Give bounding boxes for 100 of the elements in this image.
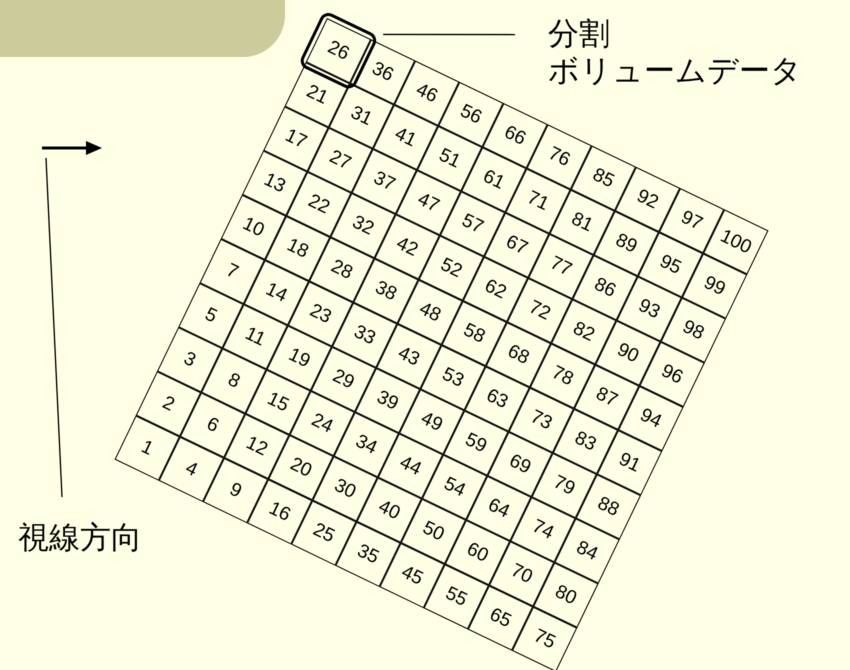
grid-cell: 12 bbox=[224, 414, 290, 480]
grid-cell: 78 bbox=[530, 343, 596, 409]
grid-cell: 80 bbox=[533, 562, 599, 628]
grid-cell: 94 bbox=[618, 386, 684, 452]
grid-cell: 61 bbox=[461, 147, 527, 213]
grid-cell: 57 bbox=[440, 191, 506, 257]
grid-cell: 36 bbox=[350, 39, 416, 105]
grid-cell: 54 bbox=[422, 454, 488, 520]
grid-cell: 65 bbox=[468, 585, 534, 651]
grid-cell: 71 bbox=[505, 168, 571, 234]
grid-cell: 19 bbox=[266, 325, 332, 391]
grid-cell: 4 bbox=[158, 436, 224, 502]
leader-line bbox=[45, 158, 63, 498]
grid-cell: 11 bbox=[222, 304, 288, 370]
grid-cell: 95 bbox=[638, 232, 704, 298]
grid-cell: 52 bbox=[418, 235, 484, 301]
grid-cell: 35 bbox=[335, 522, 401, 588]
grid-cell: 16 bbox=[246, 479, 312, 545]
grid-cell: 76 bbox=[526, 124, 592, 190]
grid-cell: 45 bbox=[379, 542, 445, 608]
grid-cell: 88 bbox=[576, 474, 642, 540]
grid-cell: 2 bbox=[136, 371, 202, 437]
grid-cell: 37 bbox=[352, 148, 417, 214]
grid-cell: 38 bbox=[353, 258, 419, 324]
grid-cell: 85 bbox=[570, 146, 636, 211]
grid-cell: 13 bbox=[242, 150, 308, 216]
grid-cell: 70 bbox=[488, 541, 554, 607]
grid-cell: 89 bbox=[594, 210, 659, 276]
grid-cell: 18 bbox=[264, 216, 330, 282]
grid-cell: 30 bbox=[312, 456, 378, 522]
grid-cell: 44 bbox=[378, 433, 444, 499]
grid-cell: 87 bbox=[574, 364, 640, 430]
grid-cell: 53 bbox=[420, 345, 486, 410]
grid-cell: 58 bbox=[442, 300, 507, 366]
grid-cell: 27 bbox=[307, 128, 373, 193]
grid-cell: 28 bbox=[309, 237, 374, 302]
grid-cell: 55 bbox=[424, 564, 489, 630]
grid-cell: 74 bbox=[510, 497, 576, 562]
grid-cell: 56 bbox=[438, 82, 504, 148]
grid-cell: 23 bbox=[288, 281, 354, 347]
callout-label: 視線方向 bbox=[18, 520, 142, 558]
grid-cell: 41 bbox=[372, 104, 438, 170]
grid-cell: 26 bbox=[306, 18, 372, 84]
grid-cell: 50 bbox=[400, 498, 466, 564]
grid-cell: 6 bbox=[180, 392, 246, 458]
callout-label: 分割 bbox=[548, 16, 611, 54]
grid-cell: 48 bbox=[397, 280, 463, 345]
leader-line bbox=[383, 34, 515, 36]
grid-cell: 72 bbox=[506, 278, 572, 344]
grid-cell: 33 bbox=[332, 302, 398, 368]
grid-cell: 7 bbox=[200, 238, 265, 304]
grid-cell: 40 bbox=[356, 477, 422, 543]
grid-cell: 17 bbox=[263, 106, 329, 172]
grid-cell: 43 bbox=[376, 324, 442, 390]
grid-cell: 60 bbox=[444, 520, 510, 586]
grid-cell: 8 bbox=[201, 348, 267, 414]
grid-cell: 62 bbox=[462, 256, 528, 322]
grid-cell: 42 bbox=[374, 214, 440, 280]
grid-cell: 83 bbox=[552, 408, 618, 474]
grid-cell: 98 bbox=[660, 298, 726, 363]
grid-cell: 84 bbox=[554, 518, 620, 584]
grid-cell: 64 bbox=[466, 476, 532, 542]
grid-cell: 10 bbox=[220, 194, 286, 260]
grid-cell: 21 bbox=[284, 62, 350, 128]
grid-cell: 20 bbox=[268, 434, 334, 500]
grid-cell: 75 bbox=[512, 606, 578, 670]
grid-cell: 81 bbox=[549, 190, 615, 256]
grid-cell: 99 bbox=[682, 253, 748, 319]
grid-cell: 93 bbox=[616, 276, 682, 342]
grid-cell: 22 bbox=[286, 172, 352, 238]
grid-cell: 77 bbox=[528, 234, 594, 300]
grid-cell: 68 bbox=[486, 322, 552, 388]
grid-cell: 63 bbox=[464, 366, 530, 432]
grid-cell: 100 bbox=[703, 209, 769, 275]
grid-cell: 67 bbox=[484, 212, 550, 278]
grid-cell: 46 bbox=[394, 60, 460, 126]
grid-cell: 3 bbox=[157, 327, 222, 392]
grid-cell: 66 bbox=[482, 103, 548, 168]
grid-cell: 14 bbox=[244, 260, 310, 326]
grid-cell: 47 bbox=[396, 170, 462, 236]
grid-cell: 49 bbox=[399, 389, 464, 455]
grid-cell: 69 bbox=[487, 432, 553, 498]
grid-cell: 90 bbox=[595, 320, 661, 386]
grid-cell: 79 bbox=[531, 452, 597, 518]
grid-cell: 1 bbox=[114, 415, 180, 481]
grid-cell: 96 bbox=[639, 342, 705, 408]
grid-cell: 25 bbox=[291, 500, 357, 566]
grid-cell: 39 bbox=[354, 368, 420, 434]
grid-cell: 15 bbox=[245, 370, 311, 435]
callout-label: ボリュームデータ bbox=[548, 53, 802, 90]
direction-arrow bbox=[42, 141, 102, 155]
grid-cell: 82 bbox=[551, 299, 616, 365]
grid-cell: 92 bbox=[614, 166, 680, 232]
grid-cell: 5 bbox=[178, 282, 244, 348]
grid-cell: 29 bbox=[310, 346, 376, 412]
grid-cell: 34 bbox=[334, 412, 400, 478]
grid-cell: 51 bbox=[416, 126, 482, 192]
grid-cell: 32 bbox=[330, 192, 396, 258]
grid-cell: 24 bbox=[289, 390, 355, 456]
grid-cell: 73 bbox=[508, 388, 574, 453]
